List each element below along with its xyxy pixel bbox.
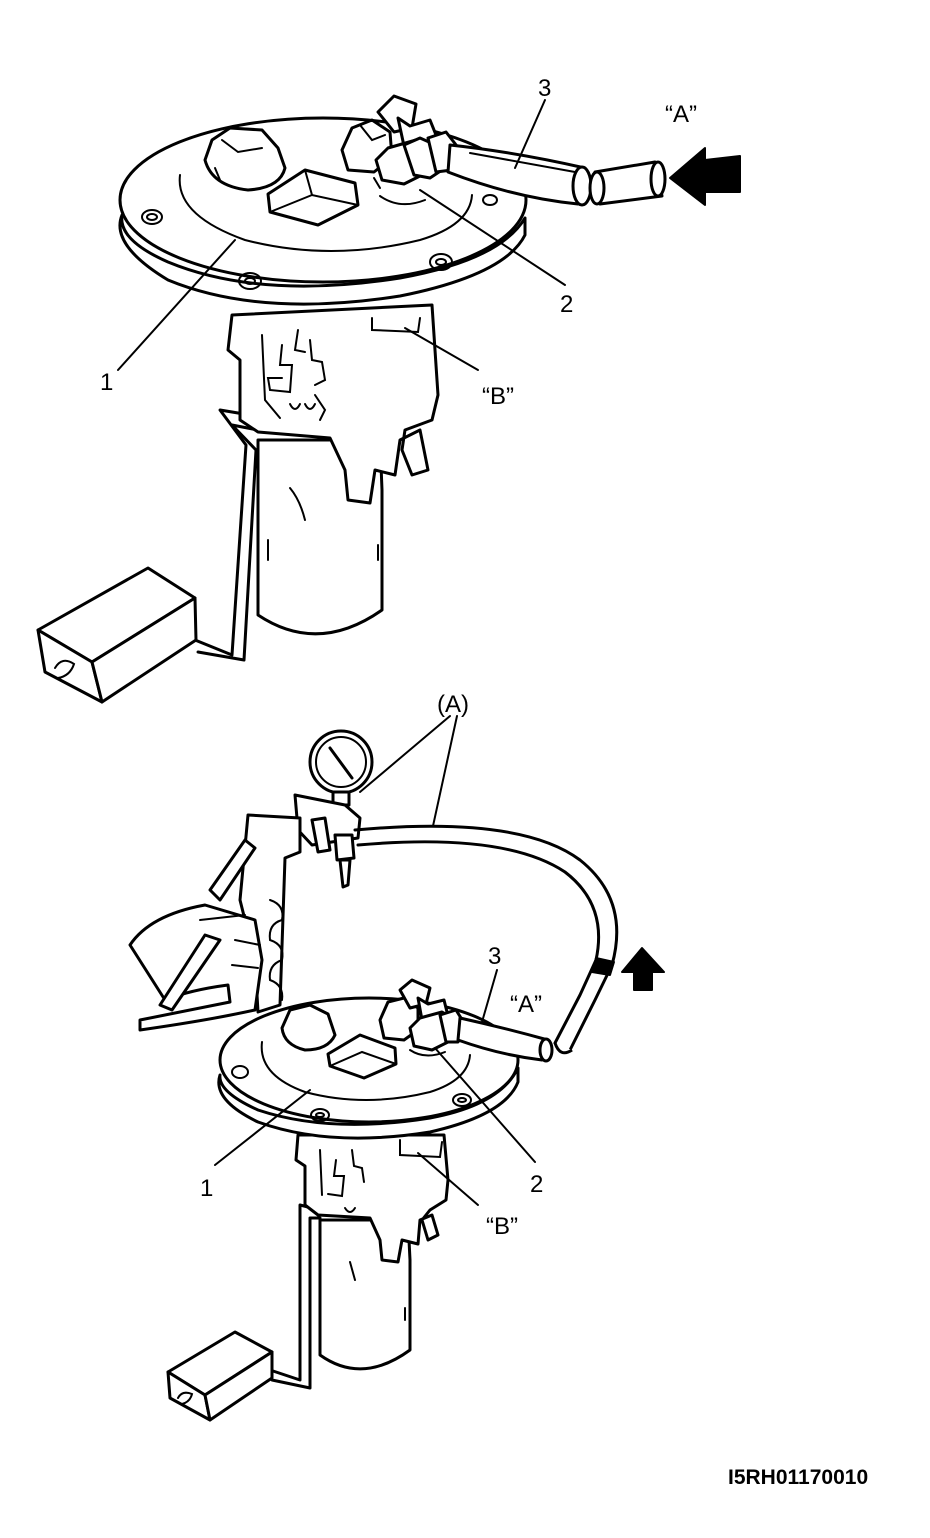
top-fuel-level-float bbox=[36, 408, 260, 704]
top-label-b: “B” bbox=[482, 383, 514, 410]
top-leader-lines bbox=[117, 99, 566, 371]
bottom-hand-holding-tool bbox=[128, 813, 302, 1032]
top-label-3: 3 bbox=[538, 75, 551, 102]
bottom-fuel-level-float bbox=[166, 1203, 322, 1422]
top-label-1: 1 bbox=[100, 369, 113, 396]
bottom-pump-bracket bbox=[294, 1133, 450, 1264]
top-illustration: 1 2 3 “A” “B” bbox=[36, 75, 741, 704]
top-label-2: 2 bbox=[560, 291, 573, 318]
bottom-illustration: (A) 1 2 3 “A” “B” bbox=[128, 691, 665, 1422]
bottom-pressure-gauge-tool bbox=[293, 729, 374, 889]
top-connector-a bbox=[588, 160, 667, 206]
bottom-leader-lines bbox=[214, 715, 536, 1206]
top-arrow-icon bbox=[669, 147, 741, 206]
top-fuel-hose bbox=[446, 143, 593, 207]
bottom-label-2: 2 bbox=[530, 1171, 543, 1198]
bottom-label-3: 3 bbox=[488, 943, 501, 970]
bottom-label-tool-a: (A) bbox=[437, 691, 469, 718]
bottom-label-b: “B” bbox=[486, 1213, 518, 1240]
bottom-fuel-hose bbox=[456, 1016, 554, 1063]
bottom-gauge-hose bbox=[353, 824, 619, 1055]
bottom-outlet-clamp bbox=[408, 1008, 468, 1057]
bottom-label-a: “A” bbox=[510, 991, 542, 1018]
bottom-arrow-icon bbox=[621, 947, 665, 991]
figure-code: I5RH01170010 bbox=[728, 1466, 868, 1489]
bottom-label-1: 1 bbox=[200, 1175, 213, 1202]
top-pump-bracket bbox=[226, 303, 440, 505]
top-label-a: “A” bbox=[665, 101, 697, 128]
